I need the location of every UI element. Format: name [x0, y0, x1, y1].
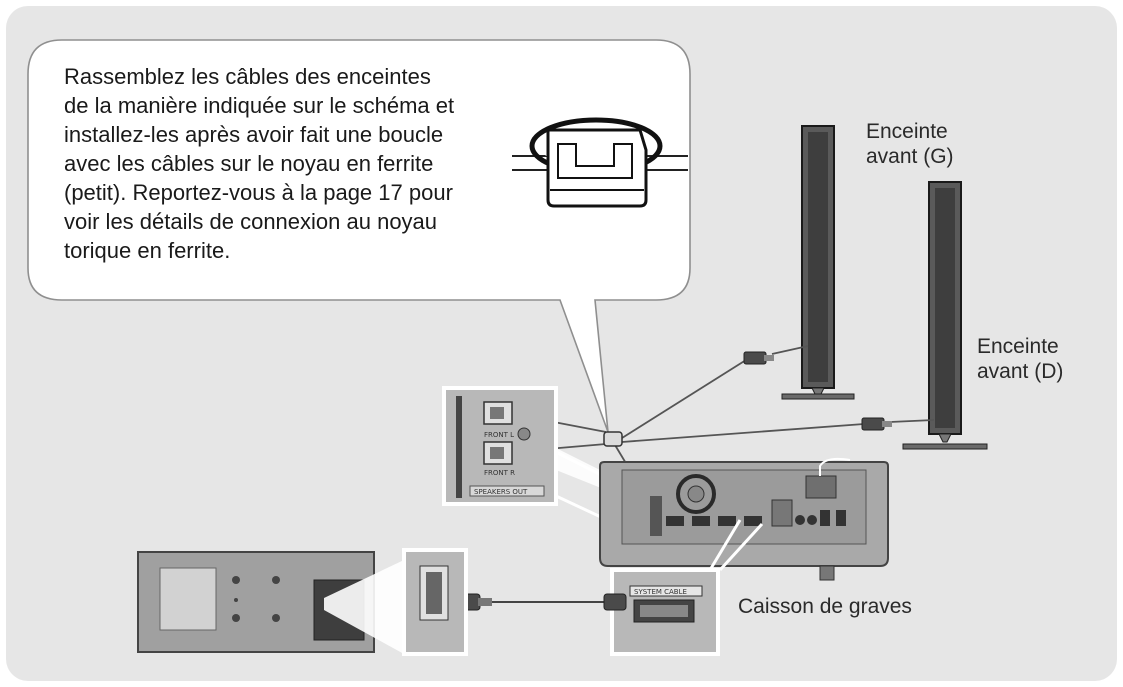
speakers-out-label: SPEAKERS OUT [474, 488, 528, 496]
front-left-label-line-1: Enceinte [866, 120, 948, 143]
subwoofer-label: Caisson de graves [738, 595, 912, 618]
front-left-speaker-label: Enceinte avant (G) [866, 119, 954, 169]
front-left-label-line-2: avant (G) [866, 145, 954, 168]
callout-line-7: torique en ferrite. [64, 238, 231, 263]
callout-line-2: de la manière indiquée sur le schéma et [64, 93, 455, 118]
front-l-terminal-label: FRONT L [484, 431, 514, 439]
ferrite-core-on-cable [603, 431, 623, 447]
subwoofer-unit [599, 457, 889, 581]
callout-text: Rassemblez les câbles des enceintes de l… [64, 62, 524, 265]
front-right-speaker [902, 181, 988, 450]
front-left-speaker [781, 125, 855, 400]
callout-line-3: installez-les après avoir fait une boucl… [64, 122, 444, 147]
front-right-speaker-label: Enceinte avant (D) [977, 334, 1063, 384]
callout-line-4: avec les câbles sur le noyau en ferrite [64, 151, 434, 176]
cable-plug-right [861, 417, 892, 431]
callout-line-1: Rassemblez les câbles des enceintes [64, 64, 431, 89]
front-right-label-line-1: Enceinte [977, 335, 1059, 358]
main-unit-connector-zoom [402, 548, 468, 656]
system-cable-plug-right [603, 593, 627, 611]
subwoofer-system-cable-zoom: SYSTEM CABLE [610, 568, 720, 656]
system-cable-label: SYSTEM CABLE [634, 588, 687, 596]
callout-bubble [27, 39, 691, 433]
front-right-label-line-2: avant (D) [977, 360, 1064, 383]
callout-line-6: voir les détails de connexion au noyau [64, 209, 438, 234]
zoom-lines-main-unit [324, 560, 404, 654]
speaker-cables [511, 345, 935, 501]
cable-plug-left [743, 351, 774, 365]
callout-line-5: (petit). Reportez-vous à la page 17 pour [64, 180, 453, 205]
ferrite-core-illustration [512, 117, 688, 208]
speaker-terminal-zoom: FRONT L FRONT R SPEAKERS OUT [442, 386, 558, 506]
zoom-lines-system-cable [708, 519, 764, 572]
front-r-terminal-label: FRONT R [484, 469, 515, 477]
